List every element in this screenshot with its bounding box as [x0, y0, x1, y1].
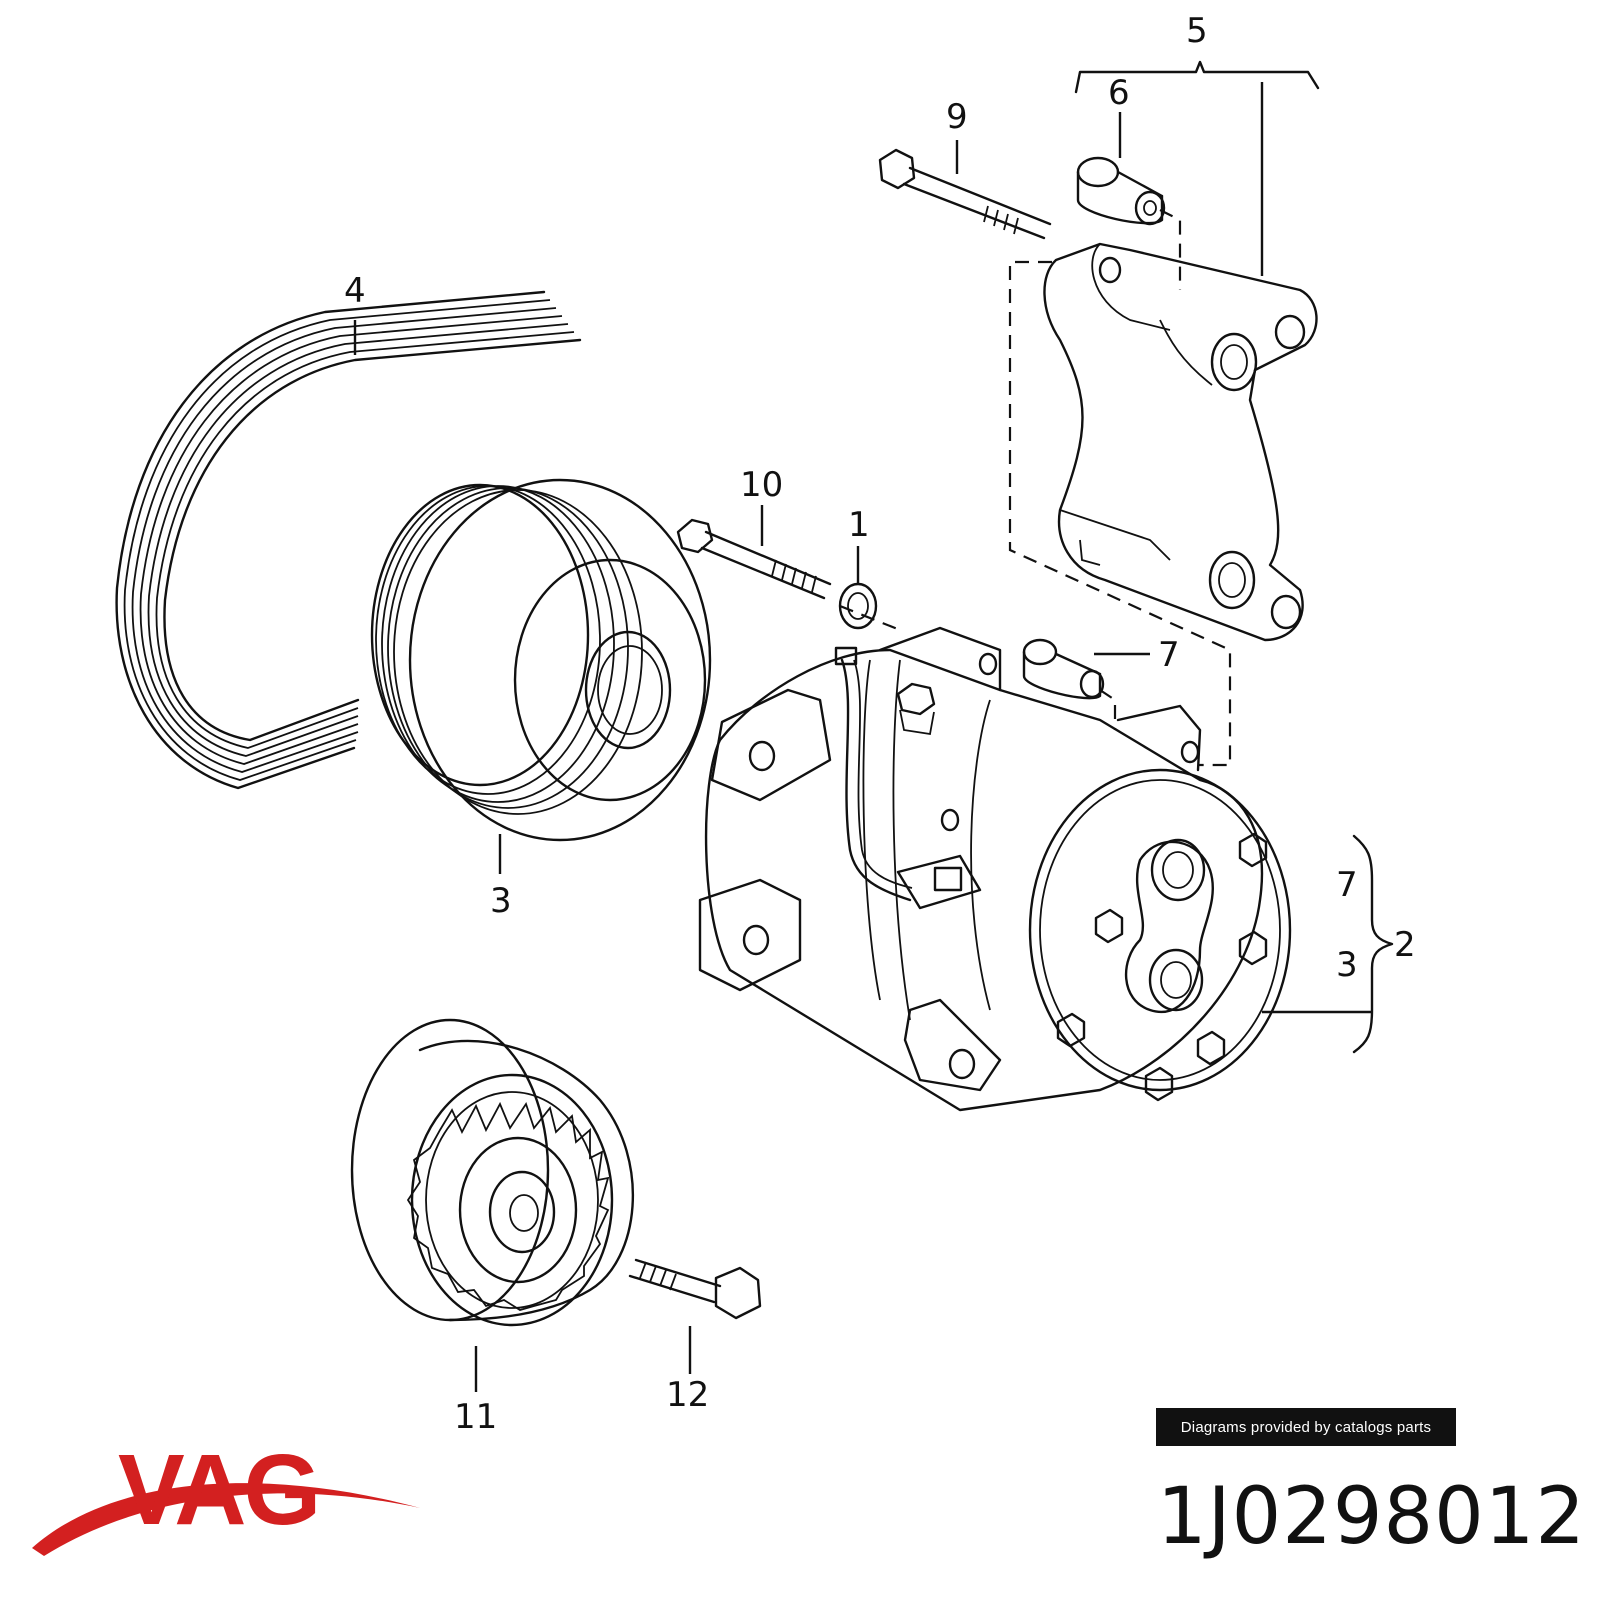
group-brace-2	[1352, 834, 1394, 1054]
ac-compressor	[698, 626, 1292, 1112]
compressor-bracket	[1043, 242, 1318, 642]
tensioner-bolt	[628, 1258, 762, 1320]
callout-2: 2	[1394, 925, 1416, 965]
assembly-guide-bracket	[1008, 260, 1232, 767]
seal-ring	[838, 582, 878, 630]
magnetic-clutch-pulley	[370, 478, 712, 842]
assembly-guide-sleeve	[1159, 209, 1182, 290]
callout-12: 12	[666, 1375, 709, 1415]
part-number: 1J0298012	[1156, 1472, 1586, 1562]
callout-4: 4	[344, 271, 366, 311]
assembly-guide-bushing	[1099, 689, 1117, 730]
group-bracket-5	[1074, 60, 1320, 94]
long-bolt	[676, 518, 832, 600]
callout-7-group: 7	[1336, 865, 1358, 905]
callout-11: 11	[454, 1397, 497, 1437]
callout-5: 5	[1186, 11, 1208, 51]
callout-3-pulley: 3	[490, 881, 512, 921]
bracket-sleeve	[1076, 156, 1166, 226]
poly-v-belt	[115, 290, 582, 790]
callout-1: 1	[848, 505, 870, 545]
vag-swoosh-icon	[32, 1483, 420, 1556]
assembly-guide-bolt	[839, 604, 901, 632]
callout-7-bushing: 7	[1158, 635, 1180, 675]
tensioner-pulley	[350, 1018, 635, 1327]
callout-9: 9	[946, 97, 968, 137]
diagram-credit: Diagrams provided by catalogs parts	[1156, 1408, 1456, 1446]
callout-6: 6	[1108, 73, 1130, 113]
callout-3-group: 3	[1336, 945, 1358, 985]
mounting-bolt	[878, 148, 1052, 240]
callout-10: 10	[740, 465, 783, 505]
brand-logo-text: VAG	[118, 1434, 321, 1546]
compressor-bushing	[1022, 638, 1105, 700]
